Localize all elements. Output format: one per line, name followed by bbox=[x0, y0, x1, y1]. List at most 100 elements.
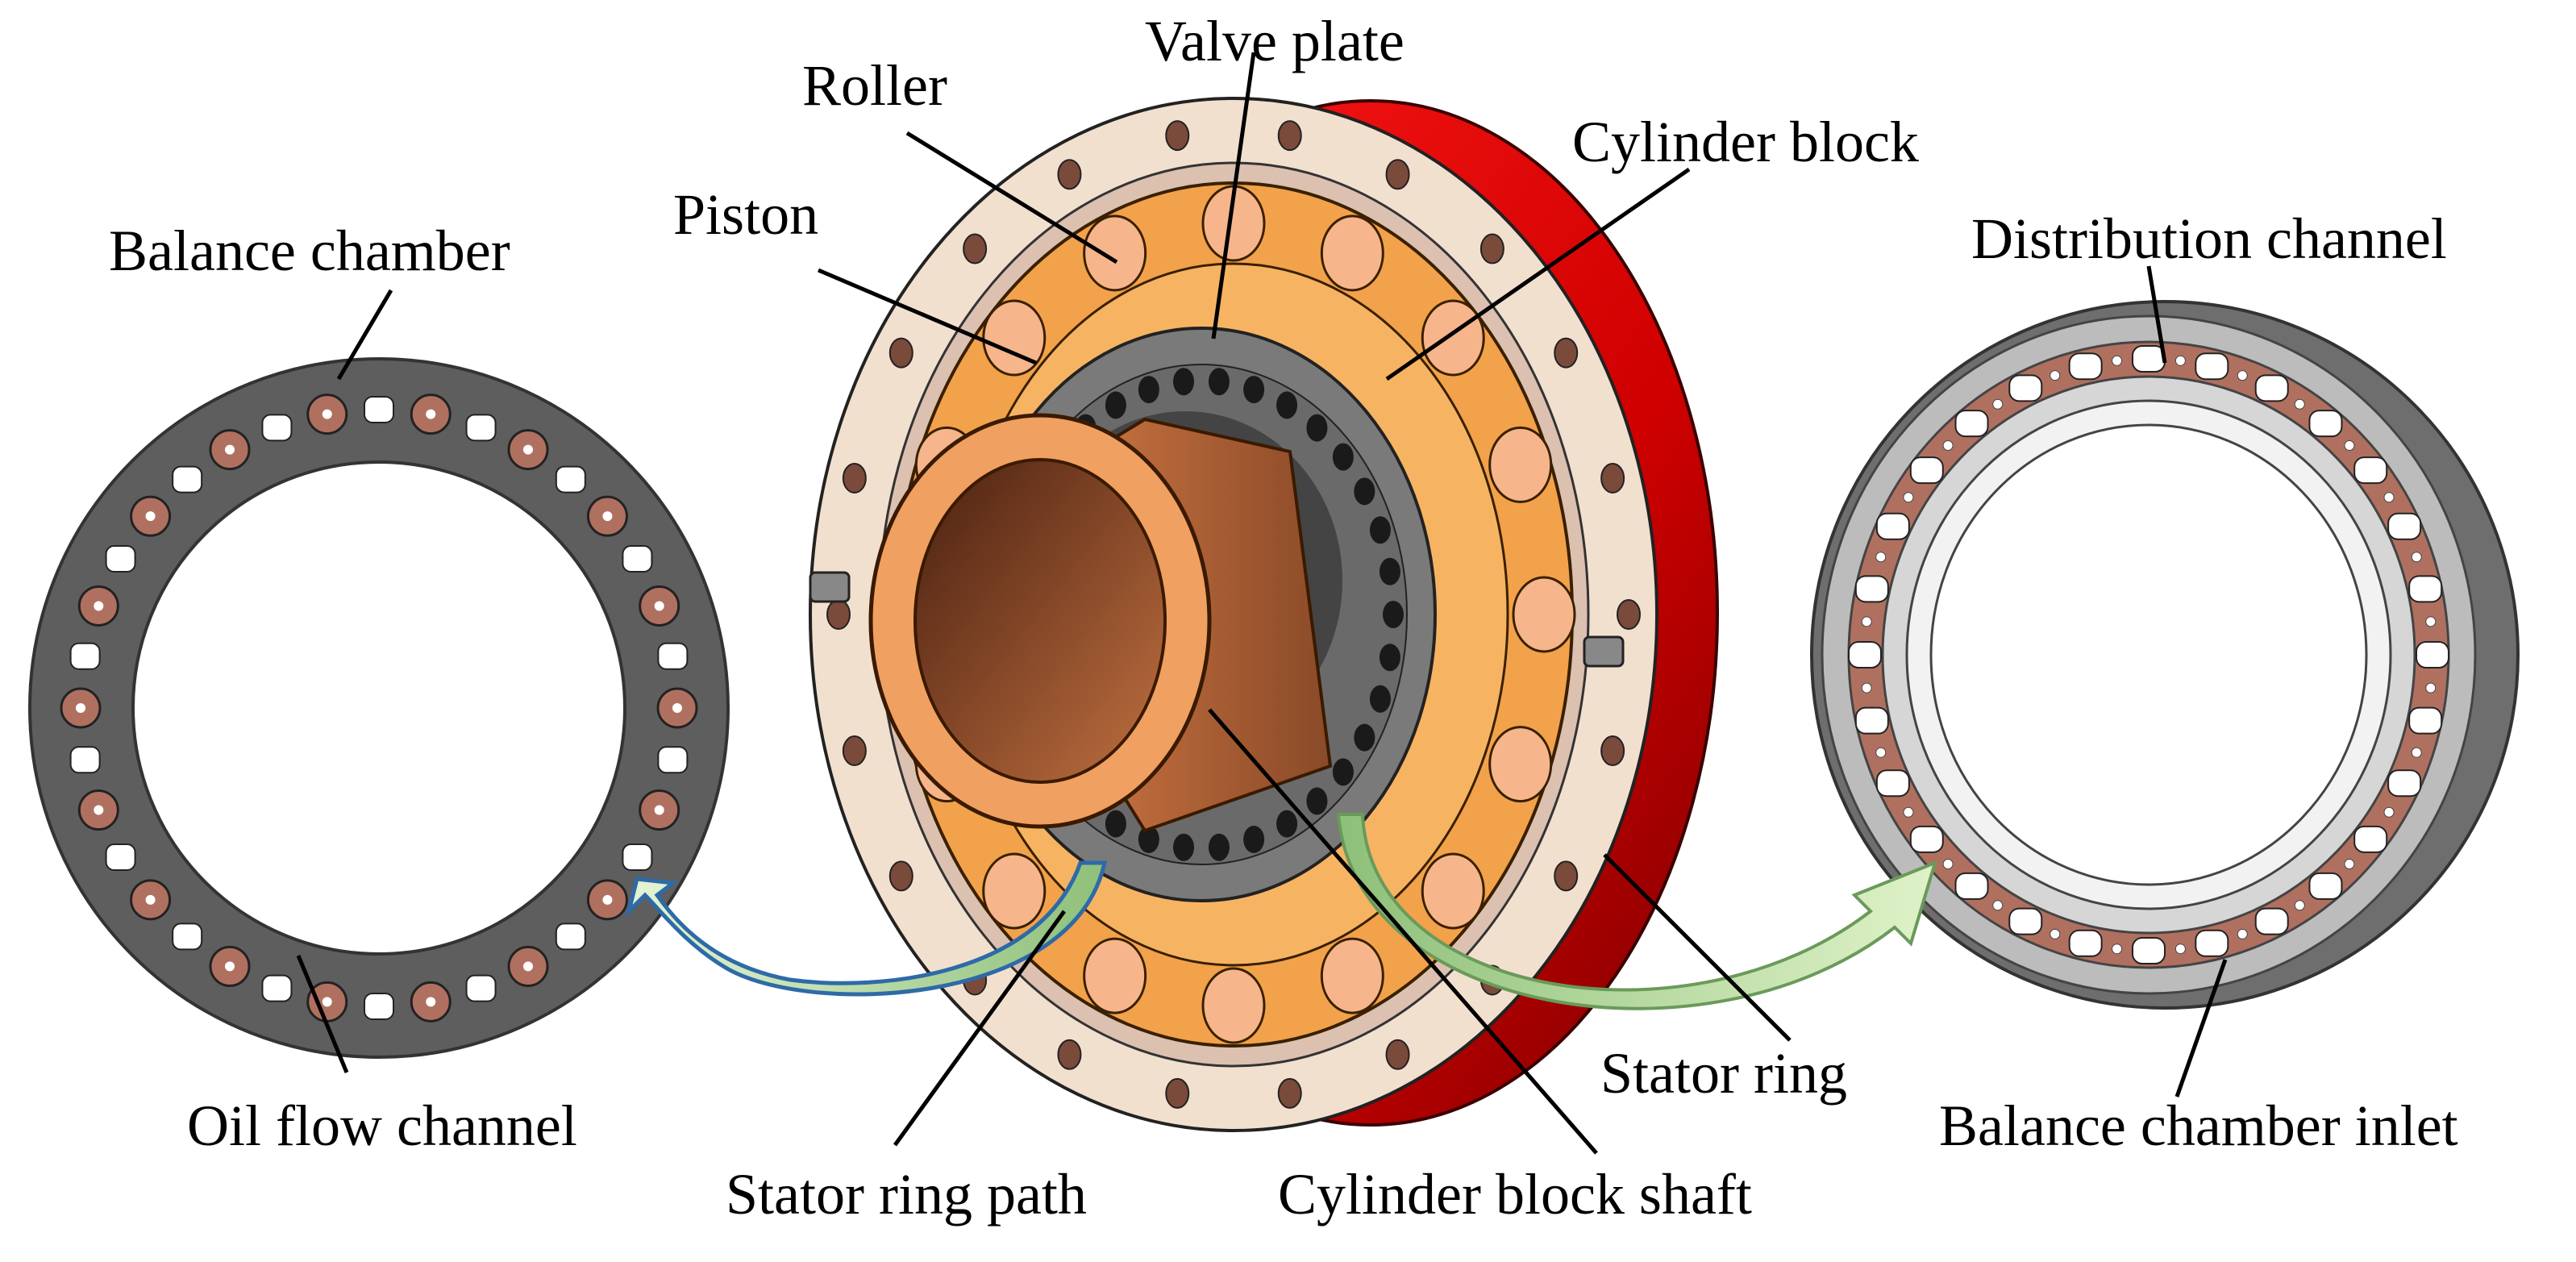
roller bbox=[1421, 852, 1485, 930]
balance-chamber-port bbox=[602, 894, 613, 905]
roller bbox=[1421, 299, 1485, 377]
distribution-channel-port bbox=[1992, 398, 2004, 410]
flange-bolt-hole bbox=[963, 233, 988, 264]
label-balance-chamber-inlet: Balance chamber inlet bbox=[1939, 1093, 2458, 1158]
valve-plate-port bbox=[1208, 833, 1230, 861]
oil-flow-hole bbox=[105, 843, 136, 871]
distribution-hole bbox=[2068, 352, 2103, 381]
oil-flow-hole bbox=[465, 974, 497, 1002]
balance-chamber-port bbox=[145, 894, 156, 905]
oil-flow-hole bbox=[622, 843, 653, 871]
distribution-hole bbox=[2408, 575, 2443, 603]
distribution-channel-port bbox=[1942, 439, 1954, 451]
valve-plate-port bbox=[1306, 414, 1328, 442]
oil-flow-hole bbox=[69, 642, 101, 670]
valve-plate-port bbox=[1383, 601, 1404, 628]
leader-cylinder-block bbox=[1385, 167, 1691, 381]
valve-plate-port bbox=[1138, 376, 1159, 404]
distribution-hole bbox=[1875, 769, 1910, 798]
shaft-bore bbox=[913, 458, 1167, 784]
distribution-channel-port bbox=[2425, 616, 2437, 627]
balance-chamber-port bbox=[672, 703, 682, 713]
flange-bolt-hole bbox=[842, 735, 867, 767]
distribution-channel-port bbox=[1861, 682, 1872, 693]
balance-chamber-port bbox=[654, 601, 664, 611]
distribution-channel-port bbox=[2411, 747, 2422, 758]
distribution-hole bbox=[1854, 575, 1889, 603]
distribution-hole bbox=[2308, 872, 2343, 900]
valve-plate-port bbox=[1243, 825, 1265, 853]
flange-bolt-hole bbox=[1479, 233, 1504, 264]
flange-bolt-hole bbox=[842, 462, 867, 494]
distribution-hole bbox=[2308, 410, 2343, 438]
balance-chamber-port bbox=[602, 511, 613, 522]
flange-bolt-hole bbox=[1600, 735, 1625, 767]
distribution-channel-port bbox=[1992, 900, 2004, 911]
oil-flow-hole bbox=[172, 923, 203, 951]
label-cylinder-block-shaft: Cylinder block shaft bbox=[1278, 1162, 1752, 1227]
leader-balance-chamber-inlet bbox=[2174, 959, 2228, 1097]
valve-plate-port bbox=[1379, 557, 1400, 585]
flange-bolt-hole bbox=[1057, 1039, 1082, 1070]
oil-flow-hole bbox=[622, 545, 653, 573]
leader-piston bbox=[818, 268, 1037, 365]
leader-valve-plate bbox=[1211, 52, 1256, 339]
distribution-channel-port bbox=[2383, 806, 2395, 818]
oil-flow-hole bbox=[69, 746, 101, 774]
leader-oil-flow-channel bbox=[296, 955, 349, 1073]
roller bbox=[1083, 214, 1147, 292]
roller bbox=[1488, 426, 1553, 503]
roller bbox=[982, 299, 1047, 377]
distribution-channel-port bbox=[2050, 928, 2061, 939]
distribution-hole bbox=[2387, 769, 2422, 798]
distribution-channel-port bbox=[2344, 859, 2355, 870]
valve-plate-port bbox=[1276, 810, 1298, 838]
flange-bolt-hole bbox=[826, 599, 851, 630]
distribution-channel-port bbox=[2383, 492, 2395, 503]
oil-flow-hole bbox=[657, 642, 689, 670]
valve-plate-port bbox=[1332, 443, 1354, 471]
distribution-hole bbox=[1954, 410, 1989, 438]
balance-chamber-port bbox=[145, 511, 156, 522]
distribution-channel-port bbox=[2411, 552, 2422, 563]
oil-flow-hole bbox=[105, 545, 136, 573]
distribution-channel-port bbox=[2294, 900, 2305, 911]
balance-chamber-port bbox=[225, 444, 235, 455]
left-pin bbox=[809, 571, 851, 603]
balance-chamber-port bbox=[76, 703, 85, 713]
distribution-channel-port bbox=[2112, 355, 2123, 366]
valve-plate-port bbox=[1105, 391, 1126, 419]
label-balance-chamber: Balance chamber bbox=[109, 219, 510, 283]
roller bbox=[1083, 937, 1147, 1014]
oil-flow-hole bbox=[364, 993, 394, 1020]
balance-chamber-port bbox=[426, 409, 436, 419]
left-ring-holes bbox=[60, 394, 698, 1023]
distribution-hole bbox=[2254, 374, 2289, 402]
label-cylinder-block: Cylinder block bbox=[1572, 110, 1919, 174]
distribution-channel-port bbox=[2174, 355, 2186, 366]
balance-chamber-port bbox=[523, 961, 533, 972]
valve-plate-port bbox=[1369, 685, 1391, 713]
flange-bolt-hole bbox=[888, 337, 913, 369]
distribution-channel-port bbox=[2174, 943, 2186, 955]
label-oil-flow-channel: Oil flow channel bbox=[187, 1093, 577, 1158]
flange-bolt-hole bbox=[1385, 159, 1410, 190]
distribution-hole bbox=[2008, 374, 2043, 402]
valve-plate-port bbox=[1243, 376, 1265, 404]
balance-chamber-port bbox=[94, 601, 104, 611]
valve-plate-port bbox=[1276, 391, 1298, 419]
oil-flow-hole bbox=[555, 923, 586, 951]
balance-chamber-port bbox=[94, 805, 104, 815]
roller bbox=[1320, 937, 1384, 1014]
valve-plate-port bbox=[1354, 723, 1375, 752]
distribution-hole bbox=[2254, 907, 2289, 935]
distribution-channel-port bbox=[1903, 492, 1914, 503]
flange-bolt-hole bbox=[1277, 1077, 1302, 1109]
flange-bolt-hole bbox=[1554, 337, 1579, 369]
labels: Valve plate Roller Cylinder block Piston… bbox=[109, 9, 2458, 1227]
oil-flow-hole bbox=[364, 396, 394, 423]
distribution-hole bbox=[2353, 456, 2388, 485]
balance-chamber-port bbox=[426, 997, 436, 1007]
right-distribution-ring bbox=[1810, 300, 2520, 1010]
flange-bolt-hole bbox=[1554, 860, 1579, 892]
